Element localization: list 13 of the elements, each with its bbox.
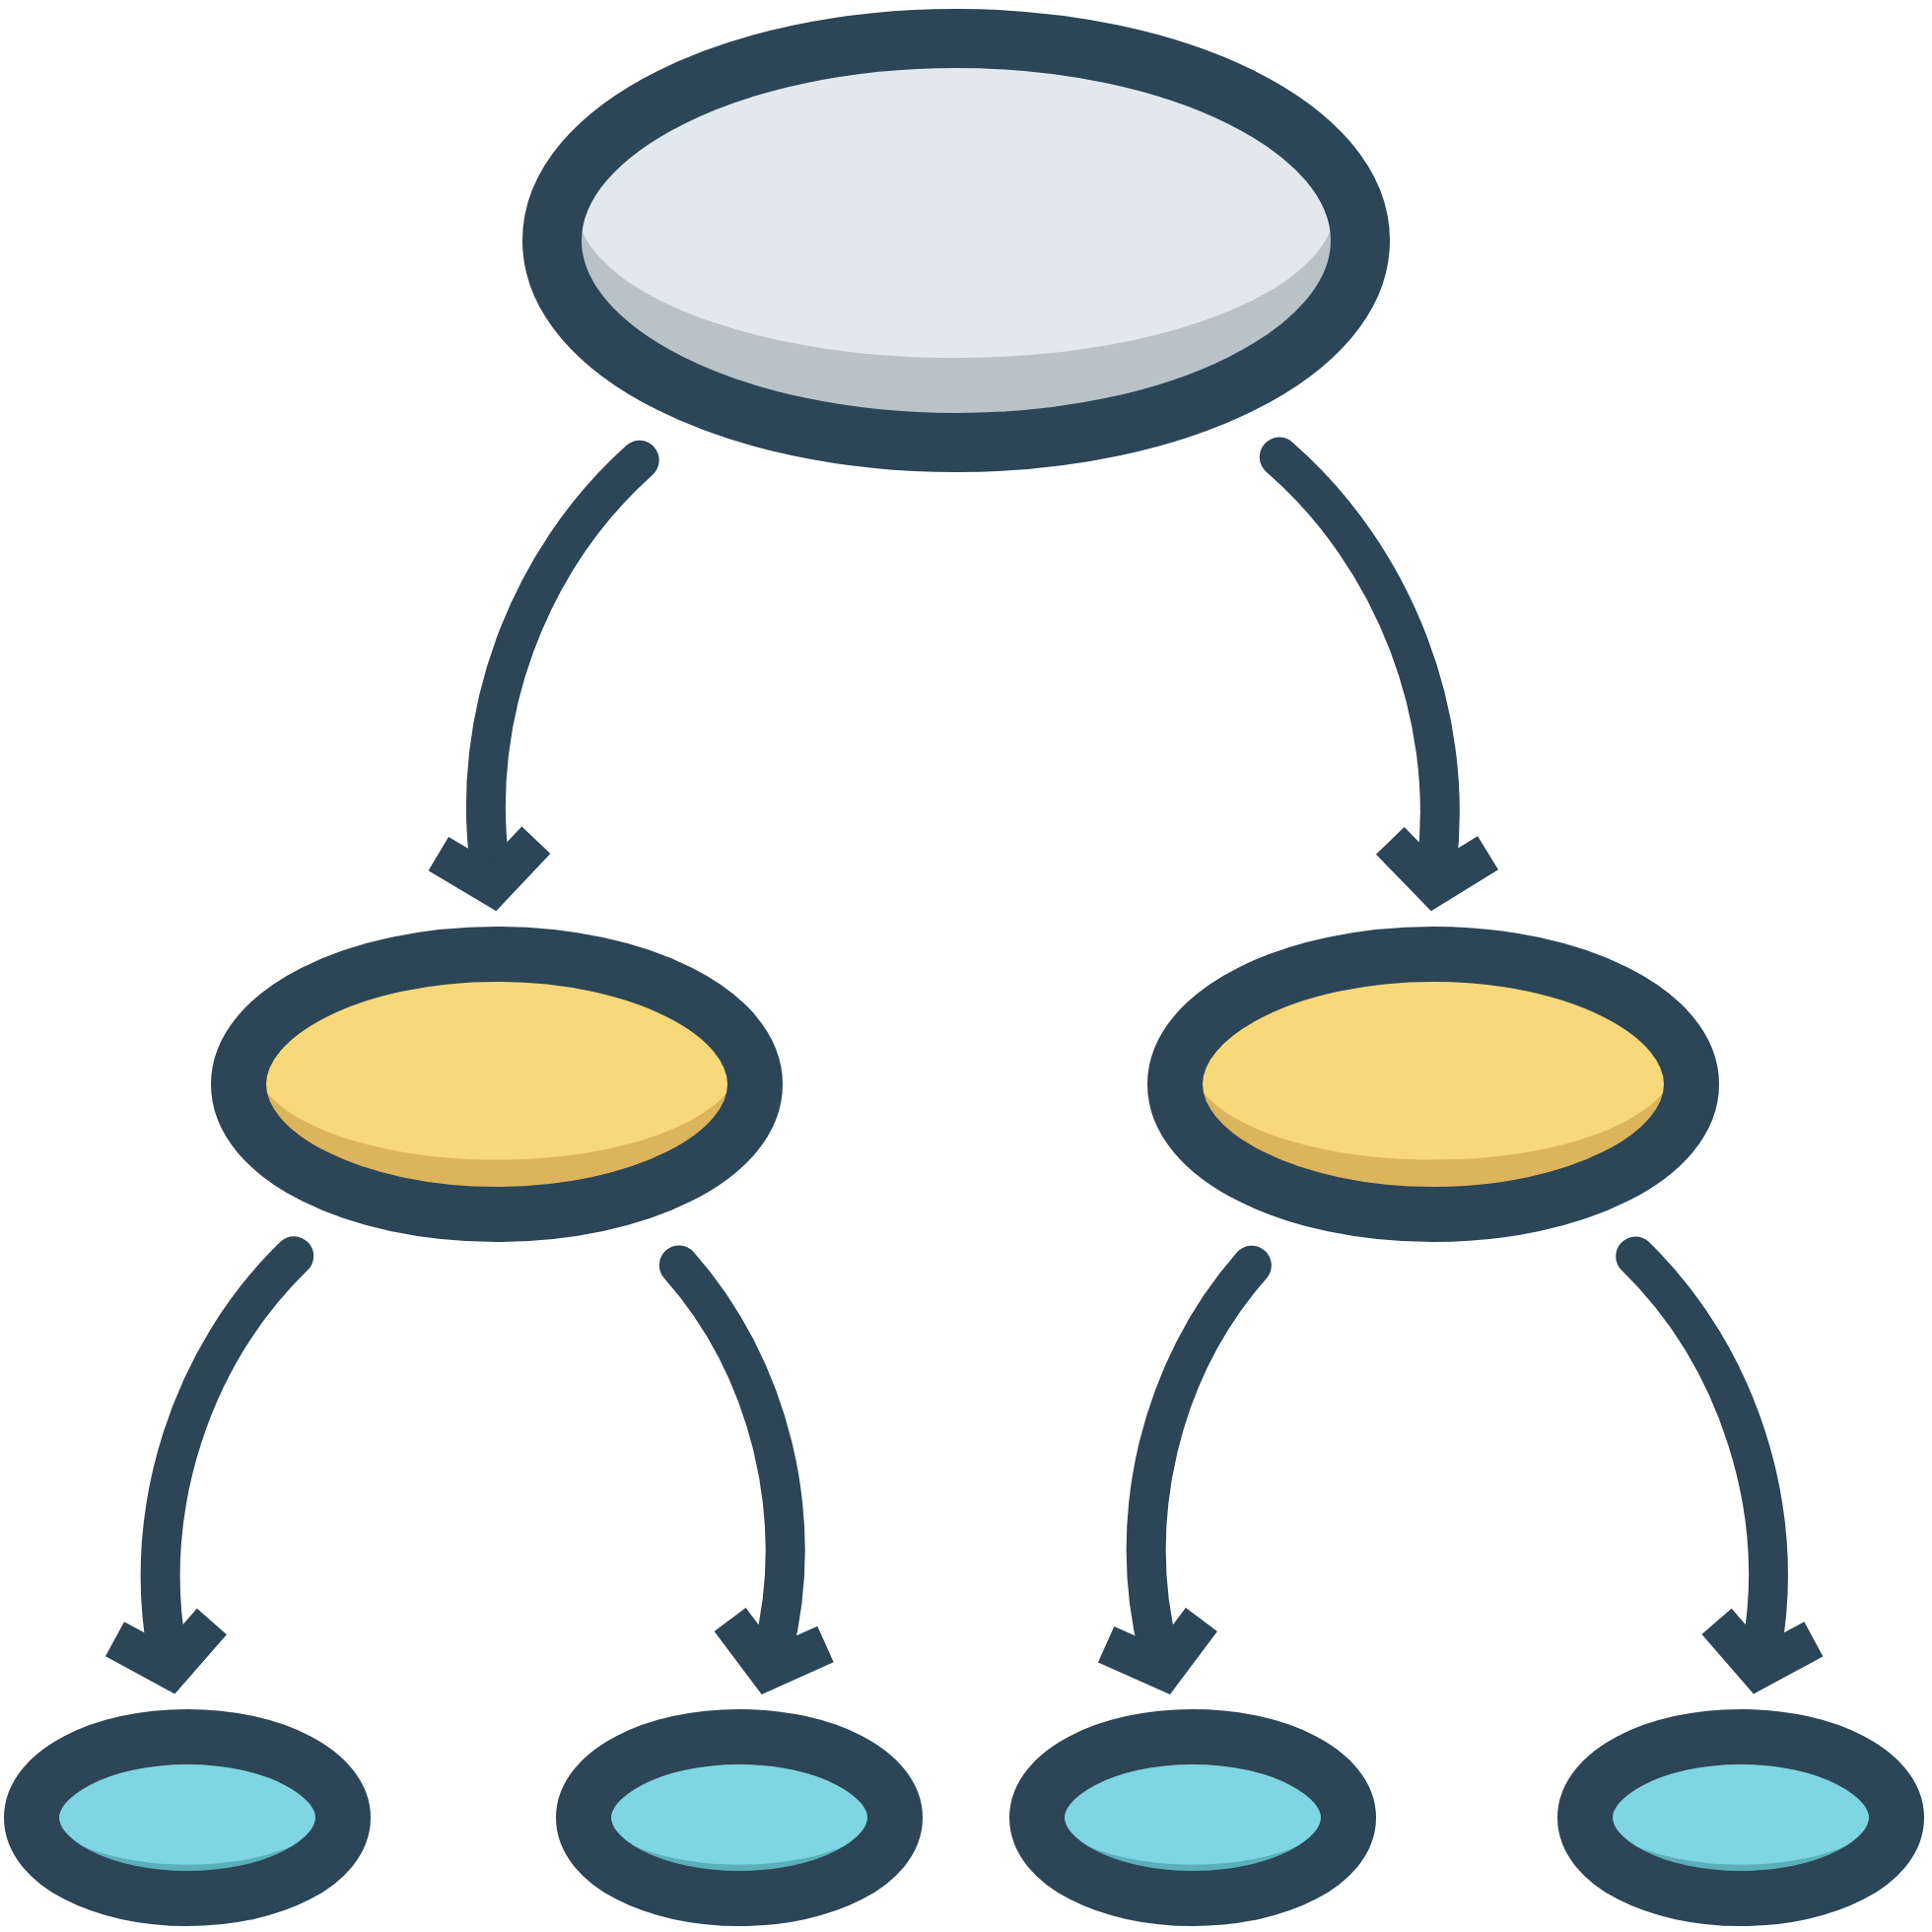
ellipse-node	[4, 1709, 371, 1926]
ellipse-node	[522, 9, 1390, 472]
ellipse-node	[1009, 1709, 1376, 1926]
ellipse-node	[211, 927, 783, 1242]
curved-arrow	[1098, 1245, 1272, 1695]
curved-arrow	[658, 1245, 834, 1695]
ellipse-node	[1557, 1709, 1924, 1926]
ellipse-node	[556, 1709, 923, 1926]
curved-arrow	[428, 440, 659, 912]
curved-arrow	[1616, 1236, 1824, 1694]
curved-arrow	[104, 1236, 314, 1694]
curved-arrow	[1259, 437, 1498, 912]
ellipse-node	[1147, 927, 1719, 1242]
